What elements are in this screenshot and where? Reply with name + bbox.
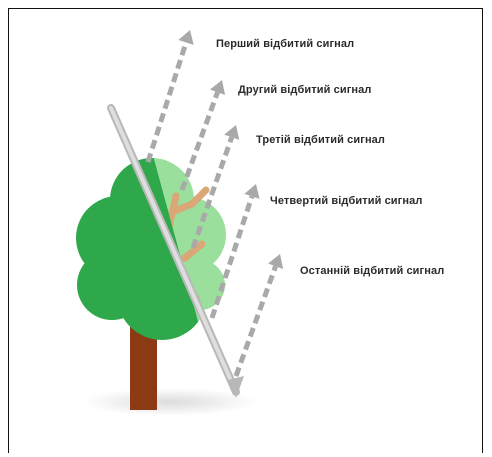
return-signal-arrow [236,266,276,376]
ground-shadow [82,388,258,416]
return-signal-arrow [182,92,218,190]
return-signal-arrow [148,42,186,162]
signal-label-second: Другий відбитий сигнал [238,84,371,96]
signal-label-first: Перший відбитий сигнал [216,38,354,50]
signal-label-fourth: Четвертий відбитий сигнал [270,195,422,207]
return-signal-arrowhead [178,30,193,45]
signal-label-last: Останній відбитий сигнал [300,265,444,277]
signal-label-third: Третій відбитий сигнал [256,134,385,146]
